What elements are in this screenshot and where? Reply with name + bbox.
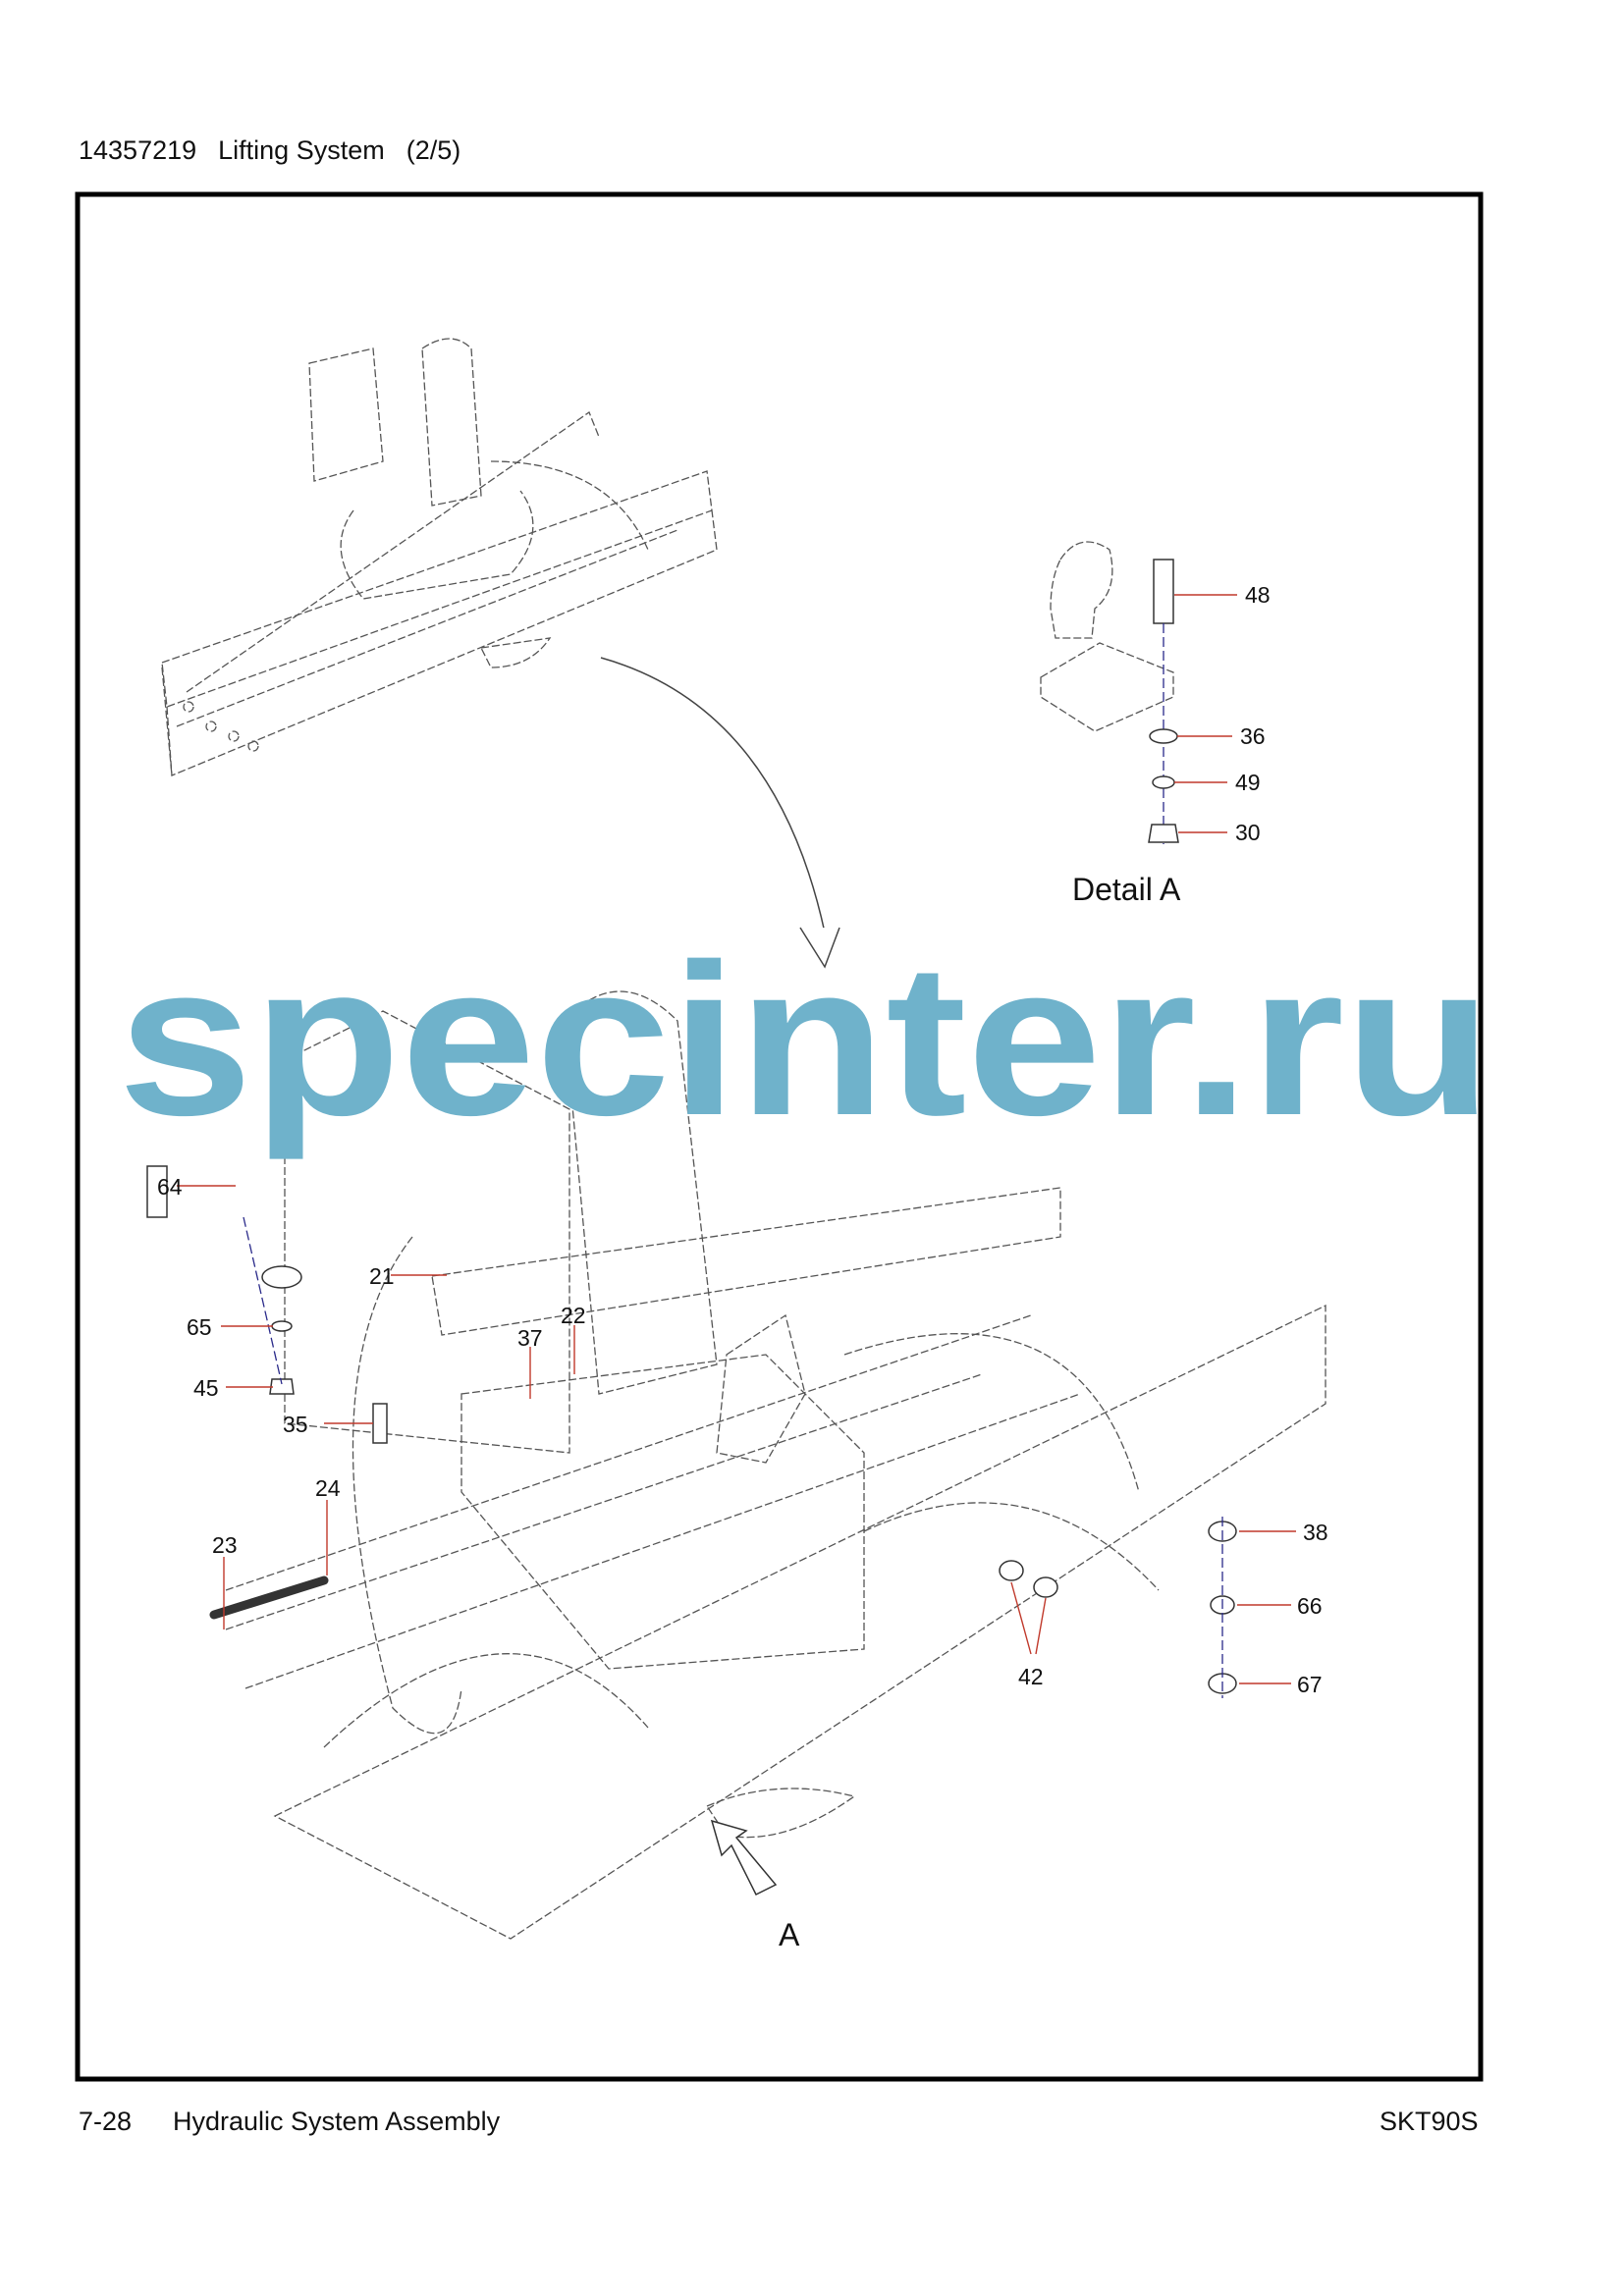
callout-65: 65 <box>187 1314 212 1340</box>
detail-a-drawing: 48 36 49 30 Detail A <box>1040 541 1271 907</box>
callout-37: 37 <box>517 1325 543 1351</box>
footer-page: 7-28 <box>79 2107 133 2136</box>
page-header: 14357219 Lifting System (2/5) <box>79 135 482 166</box>
callout-45: 45 <box>193 1375 219 1401</box>
overview-assembly <box>161 338 718 776</box>
callout-64: 64 <box>157 1174 183 1200</box>
bolt-48 <box>1153 559 1174 624</box>
callout-38: 38 <box>1303 1520 1328 1545</box>
callout-35: 35 <box>283 1412 308 1437</box>
callout-42: 42 <box>1018 1664 1044 1689</box>
callout-21: 21 <box>369 1263 395 1289</box>
transition-arrow <box>600 657 826 934</box>
callout-23: 23 <box>212 1532 238 1558</box>
callout-48: 48 <box>1245 582 1271 608</box>
callout-67: 67 <box>1297 1672 1323 1697</box>
callout-49: 49 <box>1235 770 1261 795</box>
main-assembly: 64 21 65 45 35 37 22 24 23 38 66 67 42 A <box>146 990 1328 1952</box>
callout-36: 36 <box>1240 723 1266 749</box>
callout-22: 22 <box>561 1303 586 1328</box>
header-page-part: (2/5) <box>406 135 461 165</box>
callout-66: 66 <box>1297 1593 1323 1619</box>
footer-section: Hydraulic System Assembly <box>173 2107 501 2136</box>
drawing-frame <box>75 191 1484 2082</box>
footer-model: SKT90S <box>1380 2107 1479 2136</box>
view-arrow <box>710 1819 778 1896</box>
detail-a-title: Detail A <box>1072 872 1181 907</box>
part-number: 14357219 <box>79 135 197 165</box>
view-marker-a: A <box>779 1917 800 1952</box>
watermark: specinter.ru <box>118 919 1492 1160</box>
header-title: Lifting System <box>218 135 385 165</box>
arrow-head <box>799 927 840 969</box>
callout-24: 24 <box>315 1475 341 1501</box>
callout-30: 30 <box>1235 820 1261 845</box>
